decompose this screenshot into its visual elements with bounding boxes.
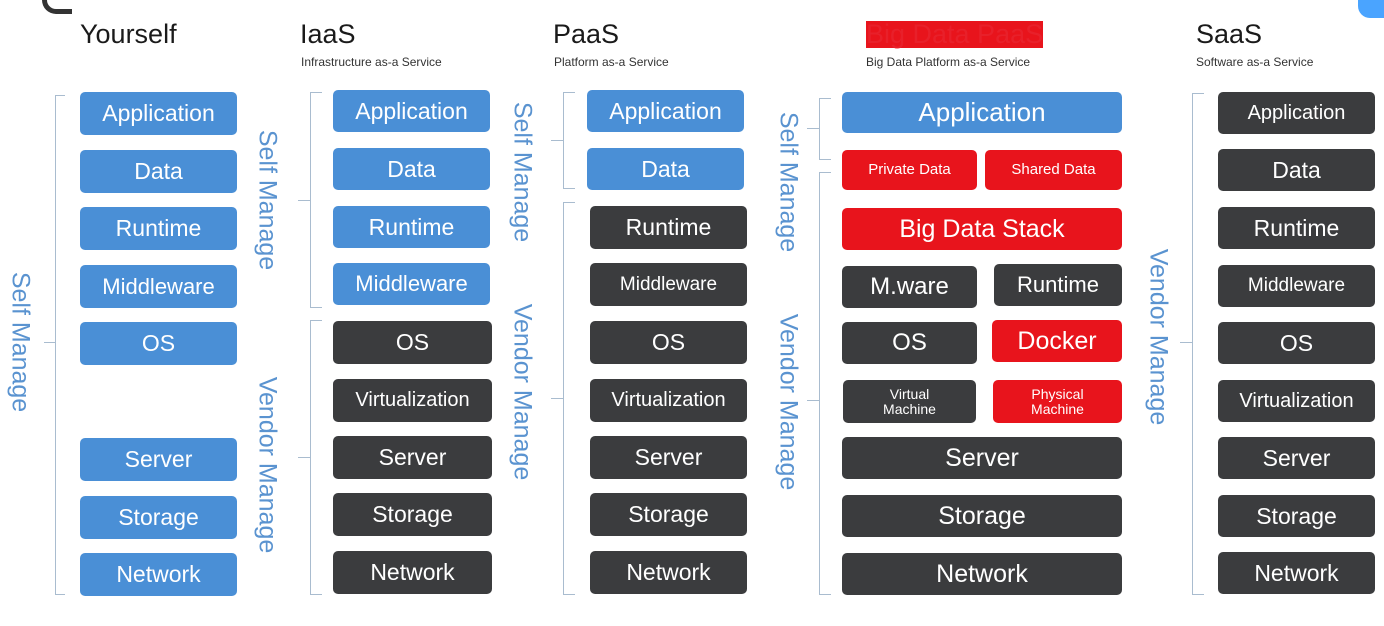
column-subtitle-paas: Platform as-a Service xyxy=(554,55,669,69)
column-title-saas: SaaS xyxy=(1196,19,1263,49)
bigdata-self-bracket xyxy=(819,98,831,160)
bigdata-vendor-bracket xyxy=(819,172,831,595)
saas-server-layer: Server xyxy=(1218,437,1375,479)
iaas-self-manage-label: Self Manage xyxy=(253,129,282,271)
iaas-self-bracket xyxy=(310,92,322,308)
yourself-os-layer: OS xyxy=(80,322,237,365)
iaas-storage-layer: Storage xyxy=(333,493,492,536)
paas-os-layer: OS xyxy=(590,321,747,364)
paas-self-manage-label: Self Manage xyxy=(508,101,537,243)
bigdata-physical-machine-layer: Physical Machine xyxy=(993,380,1122,423)
iaas-runtime-layer: Runtime xyxy=(333,206,490,248)
iaas-application-layer: Application xyxy=(333,90,490,132)
saas-os-layer: OS xyxy=(1218,322,1375,364)
paas-self-tick xyxy=(551,140,563,141)
paas-vendor-tick xyxy=(551,398,563,399)
saas-vendor-tick xyxy=(1180,342,1192,343)
paas-application-layer: Application xyxy=(587,90,744,132)
bigdata-self-tick xyxy=(807,128,819,129)
yourself-runtime-layer: Runtime xyxy=(80,207,237,250)
yourself-network-layer: Network xyxy=(80,553,237,596)
yourself-storage-layer: Storage xyxy=(80,496,237,539)
paas-storage-layer: Storage xyxy=(590,493,747,536)
saas-middleware-layer: Middleware xyxy=(1218,265,1375,307)
saas-application-layer: Application xyxy=(1218,92,1375,134)
yourself-application-layer: Application xyxy=(80,92,237,135)
yourself-data-layer: Data xyxy=(80,150,237,193)
bigdata-self-manage-label: Self Manage xyxy=(774,111,803,253)
bigdata-vendor-manage-label: Vendor Manage xyxy=(774,313,803,491)
bigdata-application-layer: Application xyxy=(842,92,1122,133)
bigdata-private-data-layer: Private Data xyxy=(842,150,977,190)
paas-vendor-manage-label: Vendor Manage xyxy=(508,303,537,481)
top-right-fragment xyxy=(1358,0,1384,18)
paas-data-layer: Data xyxy=(587,148,744,190)
bigdata-server-layer: Server xyxy=(842,437,1122,479)
yourself-middleware-layer: Middleware xyxy=(80,265,237,308)
saas-storage-layer: Storage xyxy=(1218,495,1375,537)
iaas-data-layer: Data xyxy=(333,148,490,190)
saas-virtualization-layer: Virtualization xyxy=(1218,380,1375,422)
iaas-os-layer: OS xyxy=(333,321,492,364)
iaas-self-tick xyxy=(298,200,310,201)
saas-data-layer: Data xyxy=(1218,149,1375,191)
yourself-server-layer: Server xyxy=(80,438,237,481)
bigdata-network-layer: Network xyxy=(842,553,1122,595)
paas-network-layer: Network xyxy=(590,551,747,594)
column-title-paas: PaaS xyxy=(553,19,620,49)
column-title-bigdata-paas: Big Data PaaS xyxy=(866,19,1044,49)
bigdata-os-layer: OS xyxy=(842,322,977,364)
yourself-self-tick xyxy=(44,342,55,343)
saas-network-layer: Network xyxy=(1218,552,1375,594)
column-subtitle-saas: Software as-a Service xyxy=(1196,55,1314,69)
iaas-network-layer: Network xyxy=(333,551,492,594)
iaas-virtualization-layer: Virtualization xyxy=(333,379,492,422)
iaas-vendor-bracket xyxy=(310,320,322,595)
column-title-yourself: Yourself xyxy=(80,19,177,49)
saas-vendor-bracket xyxy=(1192,93,1204,595)
bigdata-storage-layer: Storage xyxy=(842,495,1122,537)
saas-runtime-layer: Runtime xyxy=(1218,207,1375,249)
yourself-self-bracket xyxy=(55,95,65,595)
bigdata-vendor-tick xyxy=(807,400,819,401)
column-subtitle-bigdata-paas: Big Data Platform as-a Service xyxy=(866,55,1031,69)
iaas-vendor-manage-label: Vendor Manage xyxy=(253,376,282,554)
paas-self-bracket xyxy=(563,92,575,189)
iaas-server-layer: Server xyxy=(333,436,492,479)
yourself-self-manage-label: Self Manage xyxy=(6,271,35,413)
column-title-iaas: IaaS xyxy=(300,19,356,49)
bigdata-shared-data-layer: Shared Data xyxy=(985,150,1122,190)
paas-server-layer: Server xyxy=(590,436,747,479)
column-subtitle-iaas: Infrastructure as-a Service xyxy=(301,55,442,69)
saas-vendor-manage-label: Vendor Manage xyxy=(1144,248,1173,426)
paas-runtime-layer: Runtime xyxy=(590,206,747,249)
bigdata-docker-layer: Docker xyxy=(992,320,1122,362)
bigdata-middleware-layer: M.ware xyxy=(842,266,977,308)
iaas-vendor-tick xyxy=(298,457,310,458)
paas-middleware-layer: Middleware xyxy=(590,263,747,306)
bigdata-virtual-machine-layer: Virtual Machine xyxy=(843,380,976,423)
iaas-middleware-layer: Middleware xyxy=(333,263,490,305)
paas-virtualization-layer: Virtualization xyxy=(590,379,747,422)
paas-vendor-bracket xyxy=(563,202,575,595)
bigdata-stack-layer: Big Data Stack xyxy=(842,208,1122,250)
bigdata-runtime-layer: Runtime xyxy=(994,264,1122,306)
top-left-fragment xyxy=(42,0,72,14)
